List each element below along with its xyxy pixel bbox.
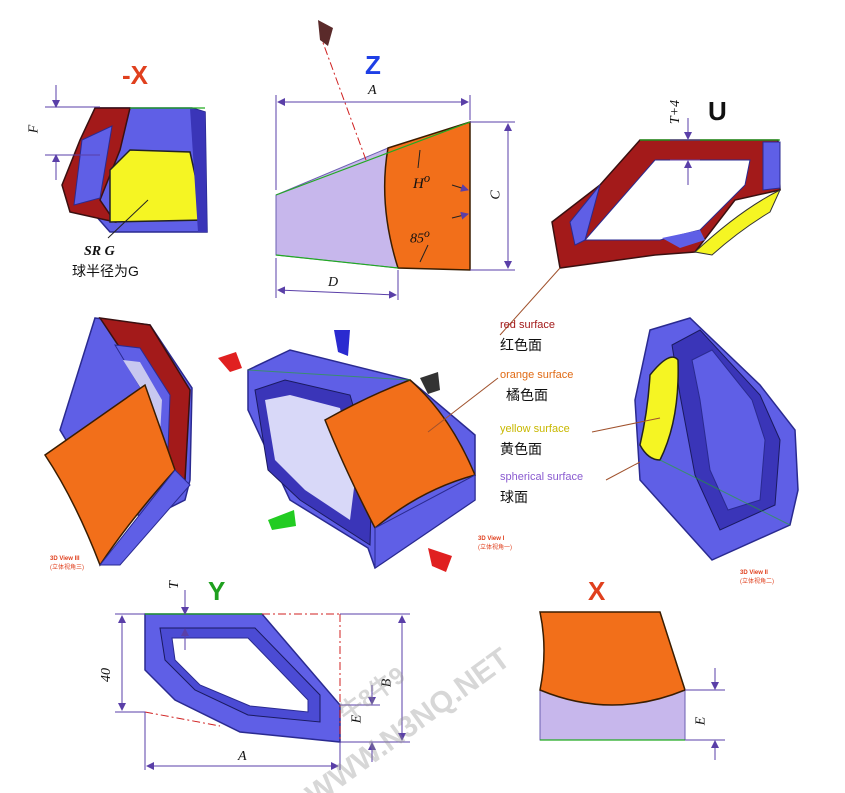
view-title-y: Y — [208, 576, 226, 606]
dim-label-F: F — [26, 124, 42, 134]
dim-label-85: 85o — [410, 227, 430, 247]
x-view — [539, 611, 686, 741]
spherical-surface-cn-label: 球面 — [500, 489, 528, 505]
dim-40 — [115, 613, 145, 713]
view3-caption-cn: (立体视角三) — [50, 565, 84, 571]
view3-caption: 3D View III — [50, 556, 80, 562]
surface-leaders — [427, 267, 661, 481]
yellow-surface-cn-label: 黄色面 — [500, 441, 542, 457]
dim-label-E-x: E — [693, 716, 709, 726]
red-surface-label: red surface — [500, 319, 556, 331]
y-view — [144, 613, 400, 743]
dim-label-A-top: A — [368, 83, 377, 98]
orange-surface-label: orange surface — [500, 369, 574, 381]
dim-E-x — [685, 668, 725, 760]
dim-label-C: C — [488, 190, 504, 200]
dim-label-T: T — [166, 581, 182, 589]
angle-leaders — [417, 149, 469, 263]
neg-x-view — [61, 107, 208, 233]
view2-caption-cn: (立体视角二) — [740, 579, 774, 585]
dim-C — [470, 121, 515, 271]
orange-surface-cn-label: 橘色面 — [506, 387, 548, 403]
dim-E-y — [340, 685, 380, 762]
dim-label-H: Ho — [413, 171, 431, 192]
dim-D — [275, 258, 399, 300]
view-title-neg-x: -X — [122, 60, 148, 90]
view-title-x: X — [588, 576, 606, 606]
z-view — [275, 20, 471, 271]
view2-isometric — [634, 317, 799, 561]
view-title-z: Z — [365, 50, 381, 80]
view1-caption: 3D View I — [478, 536, 505, 542]
dim-F — [45, 85, 149, 239]
u-view — [551, 139, 782, 269]
dim-A-top — [275, 95, 471, 190]
dim-label-D: D — [328, 275, 339, 290]
direction-arrows — [218, 330, 452, 572]
dim-A-bottom — [144, 712, 341, 770]
dim-T-plus-4 — [670, 118, 700, 185]
view-title-u: U — [708, 96, 727, 126]
red-surface-cn-label: 红色面 — [500, 337, 542, 353]
dim-label-T-plus-4: T+4 — [668, 99, 684, 125]
dim-label-SR-G: SR G — [84, 244, 115, 259]
view1-isometric — [247, 349, 477, 570]
dim-label-A-bottom: A — [238, 749, 247, 764]
spherical-surface-label: spherical surface — [500, 471, 584, 483]
view2-caption: 3D View II — [740, 570, 768, 576]
view3-isometric — [43, 317, 193, 567]
sphere-radius-note: 球半径为G — [72, 263, 139, 279]
view1-caption-cn: (立体视角一) — [478, 545, 512, 551]
dim-label-40: 40 — [99, 668, 114, 682]
yellow-surface-label: yellow surface — [500, 423, 570, 435]
